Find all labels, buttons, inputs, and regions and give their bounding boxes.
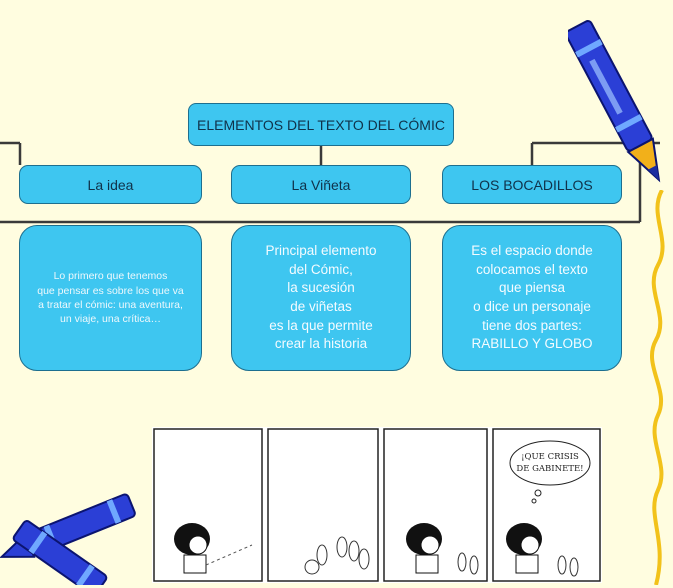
desc-line: crear la historia (274, 336, 368, 352)
description-la-idea: Lo primero que tenemos que pensar es sob… (19, 225, 202, 371)
desc-line: a tratar el cómic: una aventura, (38, 299, 183, 311)
root-concept: ELEMENTOS DEL TEXTO DEL CÓMIC (188, 103, 454, 146)
speech-bubble-line: ¡QUE CRISIS (521, 452, 579, 462)
comic-character-panel-4 (506, 523, 579, 577)
desc-line: tiene dos partes: (482, 317, 582, 333)
desc-line: o dice un personaje (473, 299, 591, 314)
desc-line: que pensar es sobre los que va (37, 284, 184, 297)
desc-line: Es el espacio donde (471, 243, 593, 259)
desc-line: que piensa (498, 280, 566, 296)
description-los-bocadillos: Es el espacio donde colocamos el texto q… (442, 225, 622, 371)
desc-line: del Cómic, (289, 261, 353, 277)
node-los-bocadillos: LOS BOCADILLOS (442, 165, 622, 204)
comic-character-panel-1 (174, 523, 253, 574)
speech-bubble: ¡QUE CRISIS DE GABINETE! (509, 440, 591, 504)
desc-line: Principal elemento (265, 243, 377, 259)
desc-line: un viaje, una crítica… (60, 313, 161, 326)
desc-line: es la que permite (269, 317, 373, 333)
yellow-ribbon-decoration (649, 190, 665, 585)
description-la-vineta: Principal elemento del Cómic, la sucesió… (231, 225, 411, 371)
desc-line: de viñetas (290, 299, 352, 314)
desc-line: Lo primero que tenemos (53, 270, 168, 283)
comic-panels: ¡QUE CRISIS DE GABINETE! (153, 428, 601, 582)
desc-line: RABILLO Y GLOBO (471, 336, 593, 352)
speech-bubble-line: DE GABINETE! (516, 464, 583, 474)
crayon-icon-top-right (568, 20, 661, 183)
desc-line: la sucesión (287, 280, 355, 296)
crayons-icon-bottom-left (0, 493, 136, 585)
node-la-idea: La idea (19, 165, 202, 204)
comic-character-panel-3 (406, 523, 479, 575)
node-la-vineta: La Viñeta (231, 165, 411, 204)
comic-strip: ¡QUE CRISIS DE GABINETE! (152, 427, 602, 583)
desc-line: colocamos el texto (476, 261, 588, 277)
bowling-pins-panel-2 (304, 536, 370, 575)
